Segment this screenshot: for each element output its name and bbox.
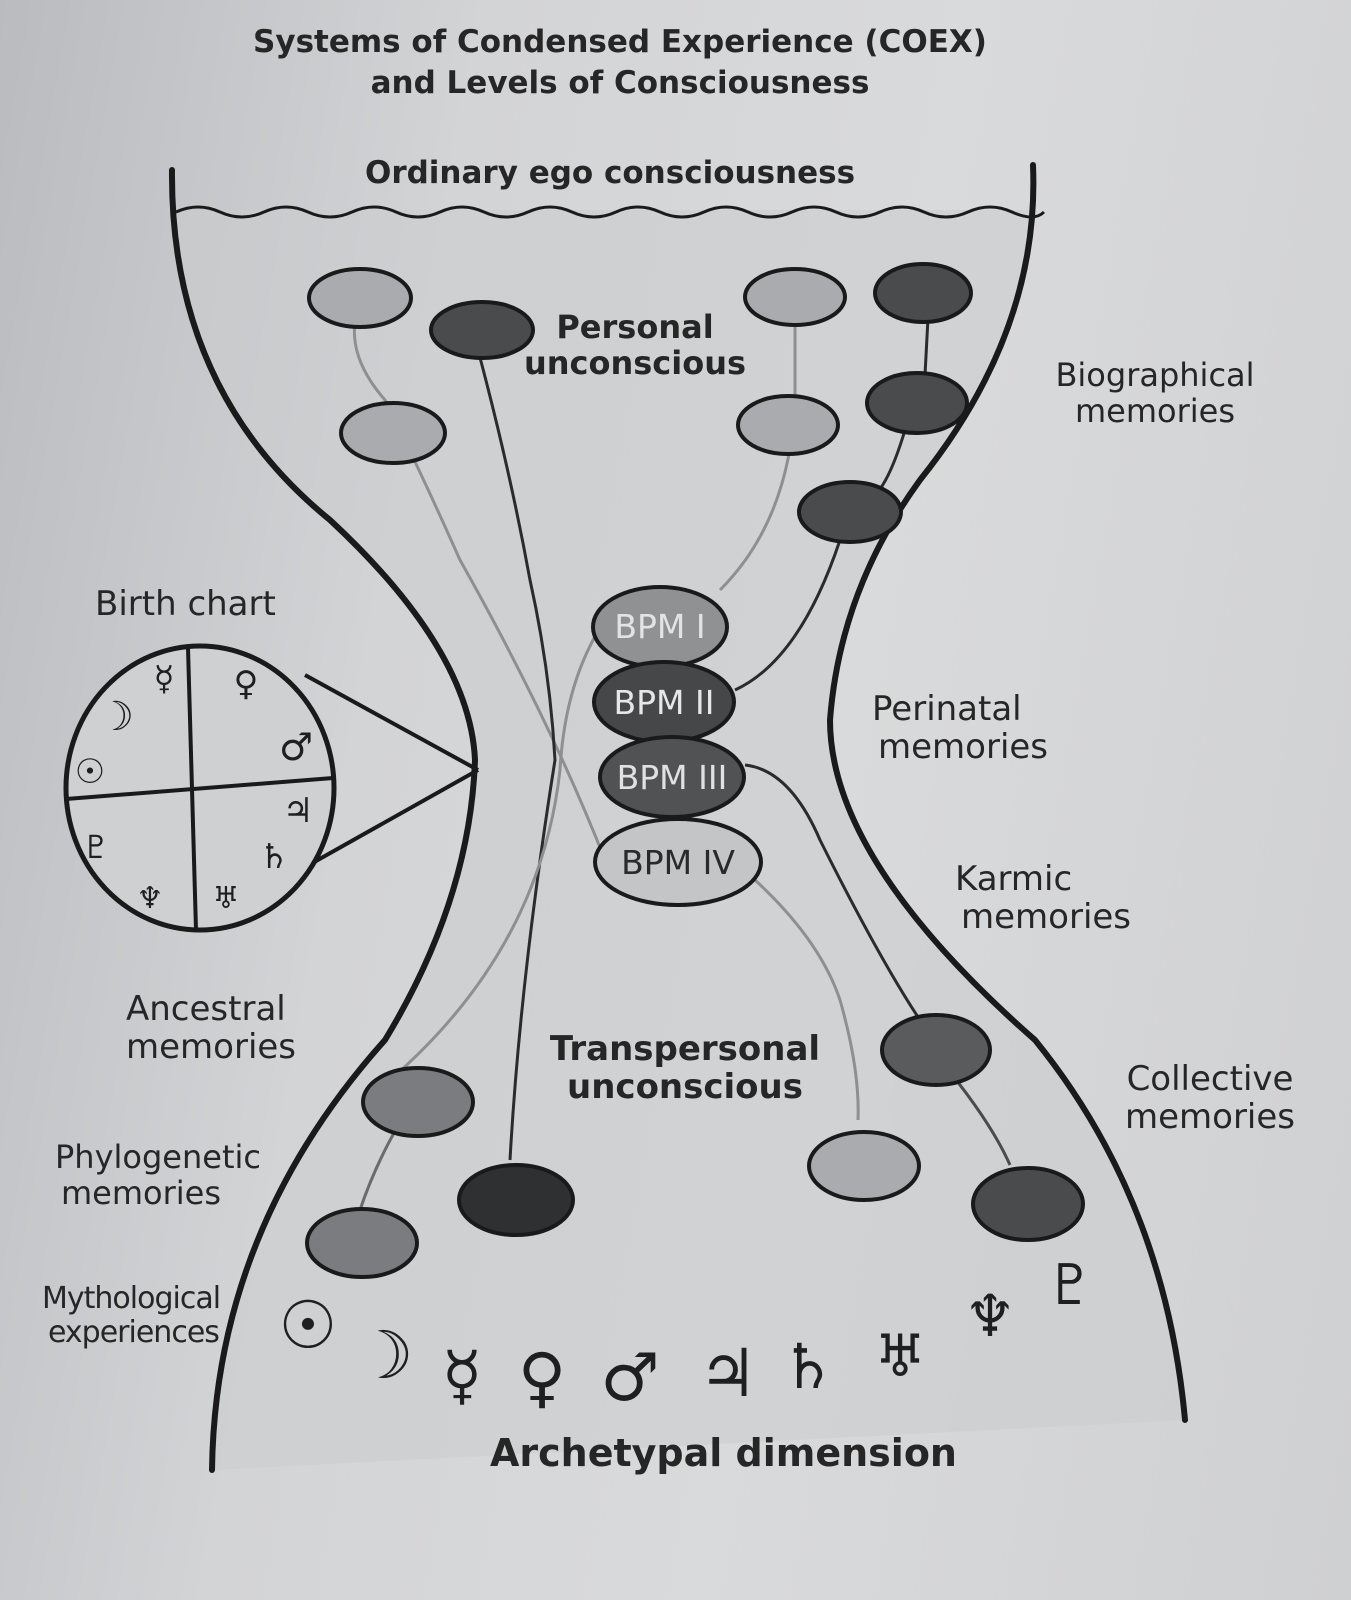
chart-symbol-moon: ☽ bbox=[98, 694, 134, 740]
chart-symbol-neptune: ♆ bbox=[137, 881, 164, 916]
label-ordinary-ego: Ordinary ego consciousness bbox=[364, 155, 856, 191]
archetype-neptune: ♆ bbox=[964, 1282, 1016, 1350]
label-phylogenetic-memories: Phylogenetic memories bbox=[55, 1138, 261, 1212]
bpm-3-label: BPM III bbox=[617, 758, 728, 797]
bpm-3 bbox=[598, 735, 746, 819]
bpm-2-label: BPM II bbox=[614, 683, 715, 722]
bpm-4-label: BPM IV bbox=[621, 843, 735, 882]
archetype-mercury: ☿ bbox=[442, 1337, 483, 1414]
label-karmic-line-1: Karmic bbox=[955, 859, 1073, 899]
coex-node-biographical-2 bbox=[873, 262, 973, 324]
chart-symbol-sun: ☉ bbox=[75, 752, 105, 792]
archetype-sun: ☉ bbox=[278, 1287, 337, 1364]
chart-divider-horizontal bbox=[65, 776, 334, 801]
funnel-left-wall bbox=[168, 167, 479, 1473]
archetype-mars: ♂ bbox=[600, 1339, 659, 1416]
coex-node-personal-1 bbox=[307, 267, 413, 329]
string-right-dark-low bbox=[734, 539, 842, 692]
coex-node-phylogenetic bbox=[305, 1207, 419, 1279]
label-karmic-memories: Karmic memories bbox=[955, 860, 1131, 936]
chart-ray-bottom bbox=[299, 768, 479, 872]
label-personal-unconscious-line-1: Personal bbox=[556, 308, 714, 346]
label-ancestral-line-1: Ancestral bbox=[126, 989, 286, 1029]
bpm-4 bbox=[593, 817, 763, 907]
archetype-pluto: ♇ bbox=[1045, 1253, 1095, 1318]
label-birth-chart: Birth chart bbox=[95, 584, 276, 624]
title-line-2: and Levels of Consciousness bbox=[370, 65, 870, 101]
coex-node-transpersonal bbox=[457, 1163, 575, 1237]
bpm-labels: BPM I BPM II BPM III BPM IV bbox=[614, 607, 736, 882]
label-karmic-line-2: memories bbox=[961, 897, 1132, 938]
coex-node-ancestral bbox=[361, 1066, 475, 1138]
label-perinatal-line-2: memories bbox=[878, 727, 1049, 768]
coex-node-biographical-1 bbox=[743, 267, 847, 327]
chart-symbol-mercury: ☿ bbox=[154, 659, 175, 699]
chart-symbol-jupiter: ♃ bbox=[283, 791, 313, 831]
chart-symbol-pluto: ♇ bbox=[82, 828, 111, 866]
label-mythological-line-1: Mythological bbox=[42, 1281, 221, 1316]
archetype-saturn: ♄ bbox=[780, 1330, 836, 1403]
funnel-right-wall bbox=[826, 162, 1188, 1423]
archetype-venus: ♀ bbox=[518, 1339, 566, 1416]
chart-symbol-mars: ♂ bbox=[279, 725, 313, 769]
coex-node-collective-dark bbox=[971, 1166, 1085, 1242]
chart-symbols: ☿ ♀ ☽ ♂ ☉ ♃ ♇ ♄ ♆ ♅ bbox=[75, 659, 313, 916]
string-left-dark bbox=[476, 349, 557, 1161]
label-transpersonal-line-2: unconscious bbox=[567, 1067, 803, 1108]
archetypal-symbols: ☉ ☽ ☿ ♀ ♂ ♃ ♄ ♅ ♆ ♇ bbox=[278, 1253, 1095, 1416]
label-personal-unconscious: Personal unconscious bbox=[510, 308, 760, 382]
label-ancestral-memories: Ancestral memories bbox=[126, 990, 296, 1066]
archetype-moon: ☽ bbox=[354, 1317, 413, 1394]
bpm-stack bbox=[591, 585, 763, 907]
chart-symbol-saturn: ♄ bbox=[259, 837, 289, 877]
string-right-dark-top bbox=[923, 317, 930, 376]
bpm-1-label: BPM I bbox=[614, 607, 705, 646]
label-biographical-memories: Biographical memories bbox=[1040, 356, 1270, 430]
chart-ray-top bbox=[304, 673, 479, 772]
diagram-title: Systems of Condensed Experience (COEX) a… bbox=[180, 22, 1060, 104]
coex-nodes bbox=[305, 262, 1085, 1279]
coex-node-collective-light bbox=[807, 1130, 921, 1202]
label-archetypal-dimension: Archetypal dimension bbox=[490, 1431, 957, 1475]
coex-node-personal-3 bbox=[339, 401, 447, 465]
coex-node-biographical-5 bbox=[797, 480, 903, 544]
chart-symbol-uranus: ♅ bbox=[213, 881, 240, 916]
archetype-jupiter: ♃ bbox=[698, 1335, 757, 1412]
label-personal-unconscious-line-2: unconscious bbox=[523, 343, 747, 382]
string-medium-left-bottom bbox=[389, 619, 607, 1082]
label-mythological-line-2: experiences bbox=[48, 1314, 220, 1350]
string-left-light bbox=[352, 321, 607, 861]
archetype-uranus: ♅ bbox=[874, 1322, 926, 1390]
label-biographical-line-2: memories bbox=[1074, 391, 1235, 430]
coex-node-personal-2 bbox=[429, 300, 535, 360]
label-phylogenetic-line-1: Phylogenetic bbox=[55, 1138, 261, 1176]
ego-surface-wave bbox=[175, 205, 1046, 219]
label-transpersonal-unconscious: Transpersonal unconscious bbox=[540, 1030, 830, 1106]
label-biographical-line-1: Biographical bbox=[1055, 356, 1255, 394]
chart-symbol-venus: ♀ bbox=[234, 664, 259, 704]
label-collective-line-2: memories bbox=[1124, 1097, 1296, 1138]
coex-node-karmic bbox=[880, 1013, 992, 1087]
coex-node-biographical-3 bbox=[736, 394, 840, 456]
label-phylogenetic-line-2: memories bbox=[61, 1173, 222, 1212]
label-collective-line-1: Collective bbox=[1126, 1059, 1294, 1099]
title-line-1: Systems of Condensed Experience (COEX) bbox=[253, 24, 987, 60]
label-ancestral-line-2: memories bbox=[126, 1027, 297, 1068]
string-bpm3-right bbox=[744, 763, 922, 1021]
string-bpm4-right bbox=[753, 878, 860, 1121]
label-perinatal-line-1: Perinatal bbox=[872, 689, 1022, 729]
label-mythological-experiences: Mythological experiences bbox=[42, 1281, 221, 1350]
label-transpersonal-line-1: Transpersonal bbox=[549, 1029, 821, 1069]
label-collective-memories: Collective memories bbox=[1110, 1060, 1310, 1136]
coex-node-biographical-4 bbox=[865, 371, 969, 435]
label-perinatal-memories: Perinatal memories bbox=[872, 690, 1048, 766]
birth-chart: ☿ ♀ ☽ ♂ ☉ ♃ ♇ ♄ ♆ ♅ bbox=[63, 643, 479, 933]
